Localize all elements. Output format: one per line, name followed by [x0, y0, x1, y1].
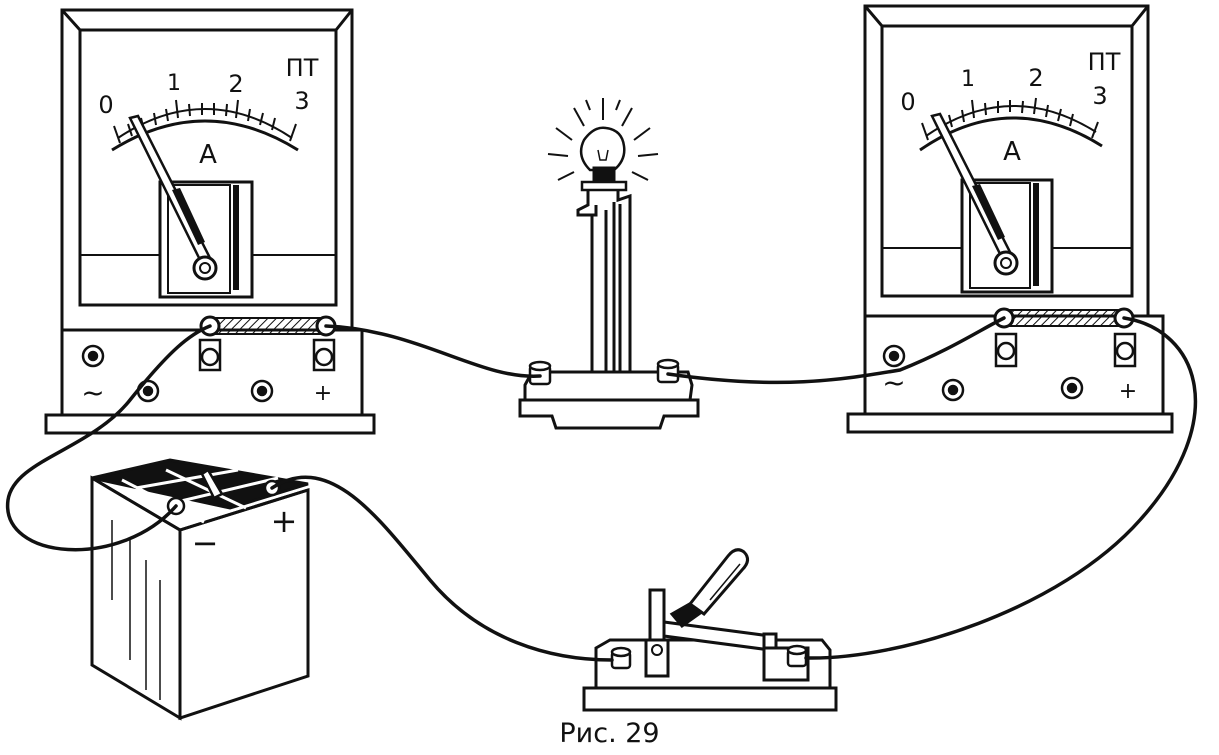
- ammeter-right-plus-label: +: [1119, 379, 1137, 404]
- ammeter-left: [44, 8, 376, 435]
- figure-caption: Рис. 29: [559, 718, 660, 749]
- battery: [90, 458, 310, 721]
- wire-lamp-to-right-ammeter: [666, 316, 1006, 385]
- ammeter-left-scale-1: 1: [167, 71, 181, 96]
- ammeter-left-scale-0: 0: [98, 91, 113, 119]
- ammeter-right-unit: A: [1003, 137, 1021, 167]
- lamp-stand: [518, 98, 700, 430]
- wire-left-ammeter-to-lamp: [324, 324, 542, 378]
- ammeter-left-plus-label: +: [314, 381, 332, 406]
- wire-battery-to-switch: [270, 475, 614, 662]
- ammeter-left-labels: ΠT A 0 1 2 3 ~ +: [81, 54, 332, 409]
- battery-labels: − +: [192, 502, 298, 562]
- ammeter-left-ac-label: ~: [81, 376, 104, 409]
- battery-plus-label: +: [271, 502, 298, 540]
- ammeter-right-mark: ΠT: [1088, 48, 1121, 76]
- ammeter-right-scale-3: 3: [1092, 82, 1107, 110]
- ammeter-right-ac-label: ~: [882, 366, 905, 399]
- light-rays: [547, 98, 659, 181]
- battery-minus-label: −: [192, 524, 219, 562]
- ammeter-left-mark: ΠT: [286, 54, 319, 82]
- wires: [6, 316, 1198, 662]
- ammeter-right-scale-1: 1: [961, 67, 975, 92]
- wire-right-ammeter-to-switch: [804, 316, 1198, 660]
- ammeter-right-scale-2: 2: [1028, 64, 1043, 92]
- ammeter-left-unit: A: [199, 140, 217, 170]
- ammeter-right-scale-0: 0: [900, 88, 915, 116]
- ammeter-right-labels: ΠT A 0 1 2 3 ~ +: [882, 48, 1137, 404]
- wire-battery-to-left-ammeter: [6, 324, 212, 552]
- knife-switch: [582, 548, 838, 712]
- ammeter-left-scale-2: 2: [228, 70, 243, 98]
- ammeter-left-scale-3: 3: [294, 87, 309, 115]
